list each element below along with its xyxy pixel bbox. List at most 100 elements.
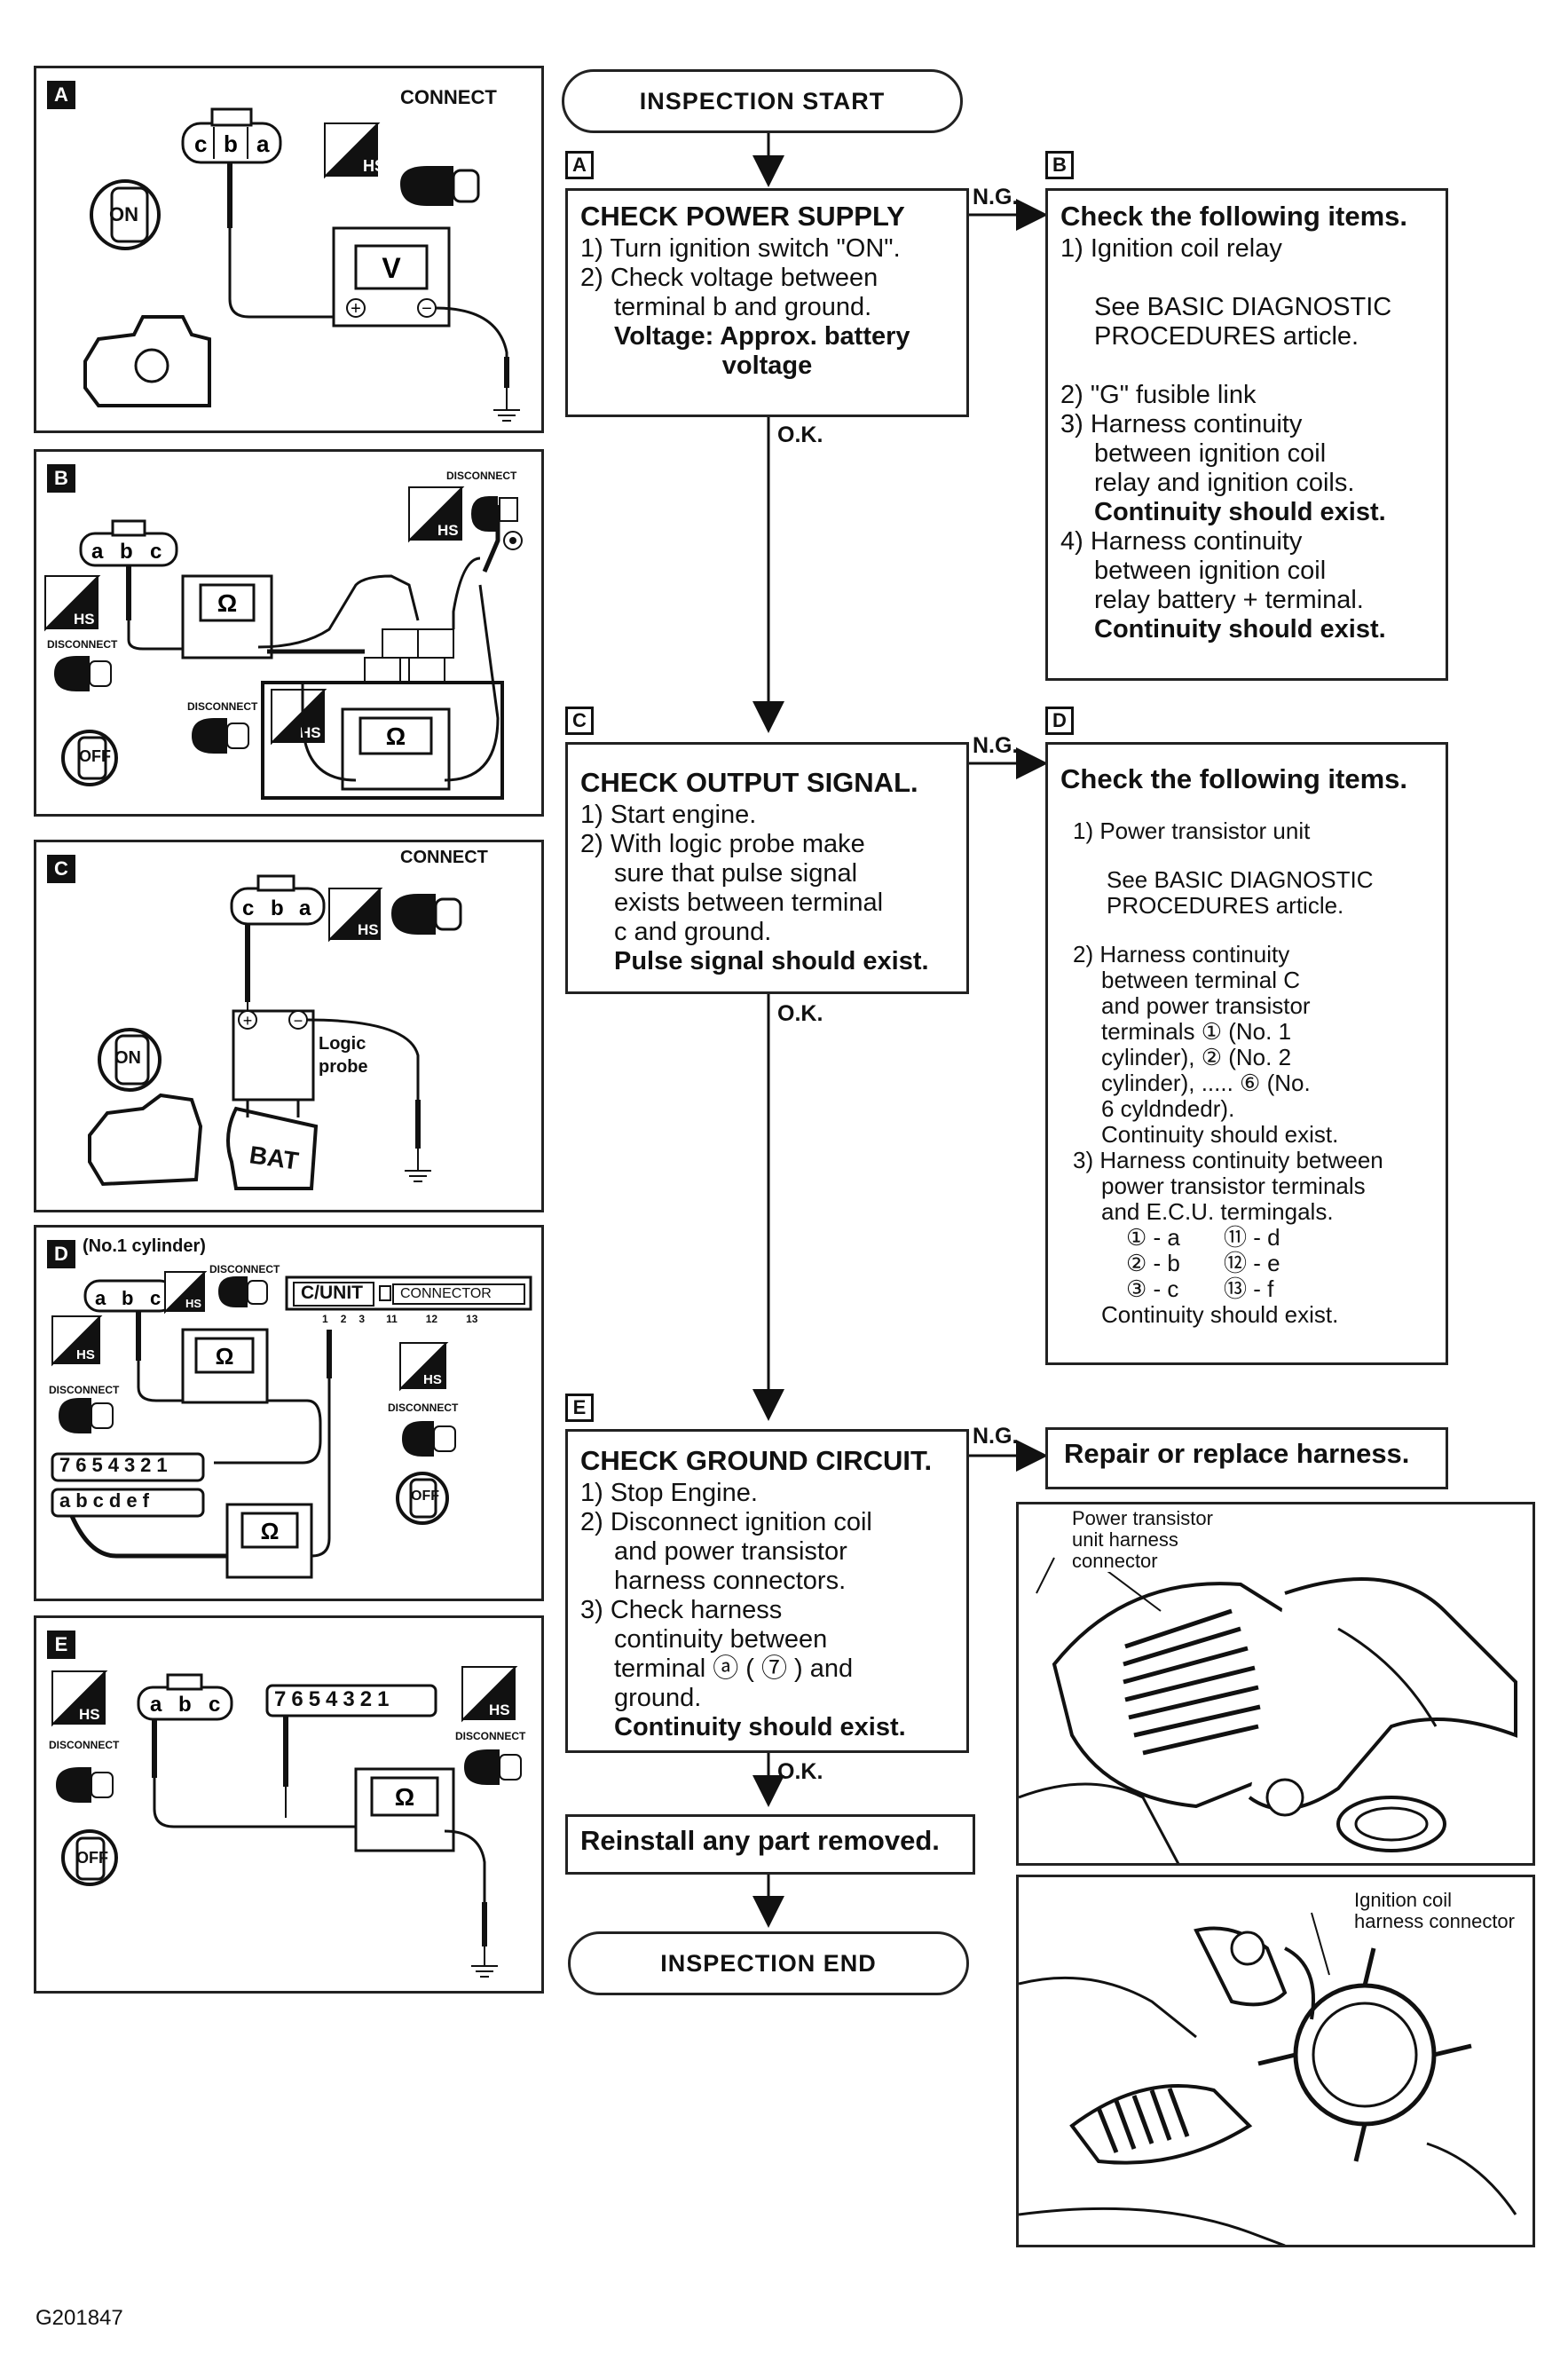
terminal-row-numbers: 7654321 — [274, 1687, 395, 1711]
pin-label: 1 — [322, 1313, 328, 1325]
item-line: between ignition coil — [1094, 439, 1327, 468]
step-line: c and ground. — [614, 918, 772, 946]
svg-text:b: b — [178, 1693, 192, 1717]
repair-harness-box: Repair or replace harness. — [1045, 1427, 1448, 1489]
check-items-d-box: Check the following items. 1) Power tran… — [1045, 742, 1448, 1365]
panel-tag: D — [47, 1240, 75, 1268]
pulse-spec: Pulse signal should exist. — [614, 947, 929, 975]
reference-line: PROCEDURES article. — [1107, 892, 1344, 919]
panel-b: B a b c Ω HS Ω — [34, 449, 544, 817]
step-tag: D — [1045, 707, 1074, 735]
item-line: 3) Harness continuity between — [1073, 1147, 1383, 1173]
svg-text:HS: HS — [79, 1706, 100, 1723]
continuity-spec: Continuity should exist. — [1101, 1301, 1339, 1328]
svg-text:b: b — [271, 896, 284, 920]
svg-text:c: c — [150, 1287, 161, 1309]
svg-text:Ω: Ω — [261, 1518, 280, 1544]
reference-line: PROCEDURES article. — [1094, 322, 1359, 351]
step-line: 1) Start engine. — [580, 801, 757, 829]
svg-text:Ω: Ω — [217, 589, 237, 617]
svg-text:HS: HS — [76, 1347, 95, 1362]
panel-d-diagram: a b c HS HS Ω Ω — [51, 1271, 532, 1579]
step-tag: C — [565, 707, 594, 735]
item-line: 2) Harness continuity — [1073, 941, 1290, 967]
svg-text:c: c — [150, 540, 162, 564]
svg-text:HS: HS — [363, 157, 385, 175]
step-line: ground. — [614, 1684, 702, 1712]
panel-d: D (No.1 cylinder) a b c HS HS Ω — [34, 1225, 544, 1601]
logic-probe-label: Logic probe — [319, 1034, 368, 1077]
svg-text:HS: HS — [358, 921, 379, 938]
item-line: cylinder), ..... ⑥ (No. — [1101, 1070, 1311, 1096]
step-line: 2) Check voltage between — [580, 264, 879, 292]
disconnect-label: DISCONNECT — [455, 1730, 526, 1742]
step-line: 2) Disconnect ignition coil — [580, 1508, 872, 1536]
svg-text:a: a — [95, 1287, 106, 1309]
check-power-supply-box: CHECK POWER SUPPLY 1) Turn ignition swit… — [565, 188, 969, 417]
terminal-pair: ⑪ - d — [1224, 1224, 1280, 1251]
pin-label: 3 — [359, 1313, 366, 1325]
step-line: 1) Stop Engine. — [580, 1479, 758, 1507]
svg-text:+: + — [351, 299, 361, 319]
svg-text:HS: HS — [74, 611, 95, 628]
continuity-spec: Continuity should exist. — [1094, 615, 1386, 644]
item-line: cylinder), ② (No. 2 — [1101, 1044, 1292, 1070]
panel-tag: B — [47, 464, 75, 493]
photo-ignition-coil: Ignition coil harness connector — [1016, 1875, 1535, 2247]
voltage-spec: voltage — [721, 351, 813, 380]
pin-label: 12 — [425, 1313, 438, 1325]
item-line: relay battery + terminal. — [1094, 586, 1364, 614]
item-line: 6 cyldndedr). — [1101, 1095, 1235, 1122]
step-title: CHECK OUTPUT SIGNAL. — [580, 767, 918, 798]
panel-b-diagram: a b c Ω HS Ω HS — [44, 486, 523, 800]
item-line: 2) "G" fusible link — [1060, 381, 1257, 409]
check-output-signal-box: CHECK OUTPUT SIGNAL. 1) Start engine. 2)… — [565, 742, 969, 994]
item-line: 3) Harness continuity — [1060, 410, 1303, 438]
item-line: 1) Ignition coil relay — [1060, 234, 1282, 263]
svg-text:Ω: Ω — [386, 723, 406, 750]
panel-c-diagram: c b a + − HS — [88, 874, 462, 1190]
item-line: power transistor terminals — [1101, 1173, 1366, 1199]
disconnect-label: DISCONNECT — [446, 470, 517, 482]
step-tag: A — [565, 151, 594, 179]
svg-text:a: a — [150, 1693, 162, 1717]
inspection-end: INSPECTION END — [568, 1931, 969, 1995]
step-line: and power transistor — [614, 1537, 847, 1566]
item-line: 4) Harness continuity — [1060, 527, 1303, 556]
panel-e-diagram: HS a b c Ω HS — [51, 1666, 522, 1978]
svg-text:c: c — [209, 1693, 220, 1717]
pin-c: c — [194, 130, 207, 157]
inspection-start: INSPECTION START — [562, 69, 963, 133]
engine-illustration-bottom — [1019, 1912, 1517, 2245]
voltmeter-label: V — [382, 252, 401, 284]
disconnect-label: DISCONNECT — [47, 638, 118, 651]
photo-power-transistor: Power transistor unit harness connector — [1016, 1502, 1535, 1866]
item-line: Continuity should exist. — [1101, 1121, 1339, 1148]
step-tag: B — [1045, 151, 1074, 179]
step-line: 3) Check harness — [580, 1596, 783, 1624]
ng-label: N.G. — [973, 1424, 1019, 1449]
svg-text:b: b — [120, 540, 133, 564]
pin-a: a — [256, 130, 270, 157]
key-on-label: ON — [114, 1048, 141, 1068]
photo-caption: Power transistor unit harness connector — [1072, 1507, 1213, 1572]
reinstall-box: Reinstall any part removed. — [565, 1814, 975, 1875]
svg-text:+: + — [243, 1012, 253, 1030]
pin-label: 13 — [466, 1313, 478, 1325]
item-line: and power transistor — [1101, 992, 1311, 1019]
svg-text:b: b — [122, 1287, 133, 1309]
panel-tag: C — [47, 855, 75, 883]
terminal-pair: ⑫ - e — [1224, 1250, 1280, 1276]
item-line: relay and ignition coils. — [1094, 469, 1355, 497]
item-line: between terminal C — [1101, 967, 1300, 993]
panel-a: A c b a V + − HS — [34, 66, 544, 433]
item-line: terminals ① (No. 1 — [1101, 1018, 1292, 1045]
disconnect-label: DISCONNECT — [49, 1384, 120, 1396]
disconnect-label: DISCONNECT — [209, 1263, 280, 1275]
item-line: 1) Power transistor unit — [1073, 817, 1311, 844]
svg-text:HS: HS — [437, 522, 459, 539]
step-line: 1) Turn ignition switch "ON". — [580, 234, 901, 263]
terminal-pairs: ① - a ⑪ - d ② - b ⑫ - e ③ - c ⑬ - f — [1073, 1225, 1433, 1302]
panel-a-diagram: c b a V + − HS — [83, 107, 520, 422]
